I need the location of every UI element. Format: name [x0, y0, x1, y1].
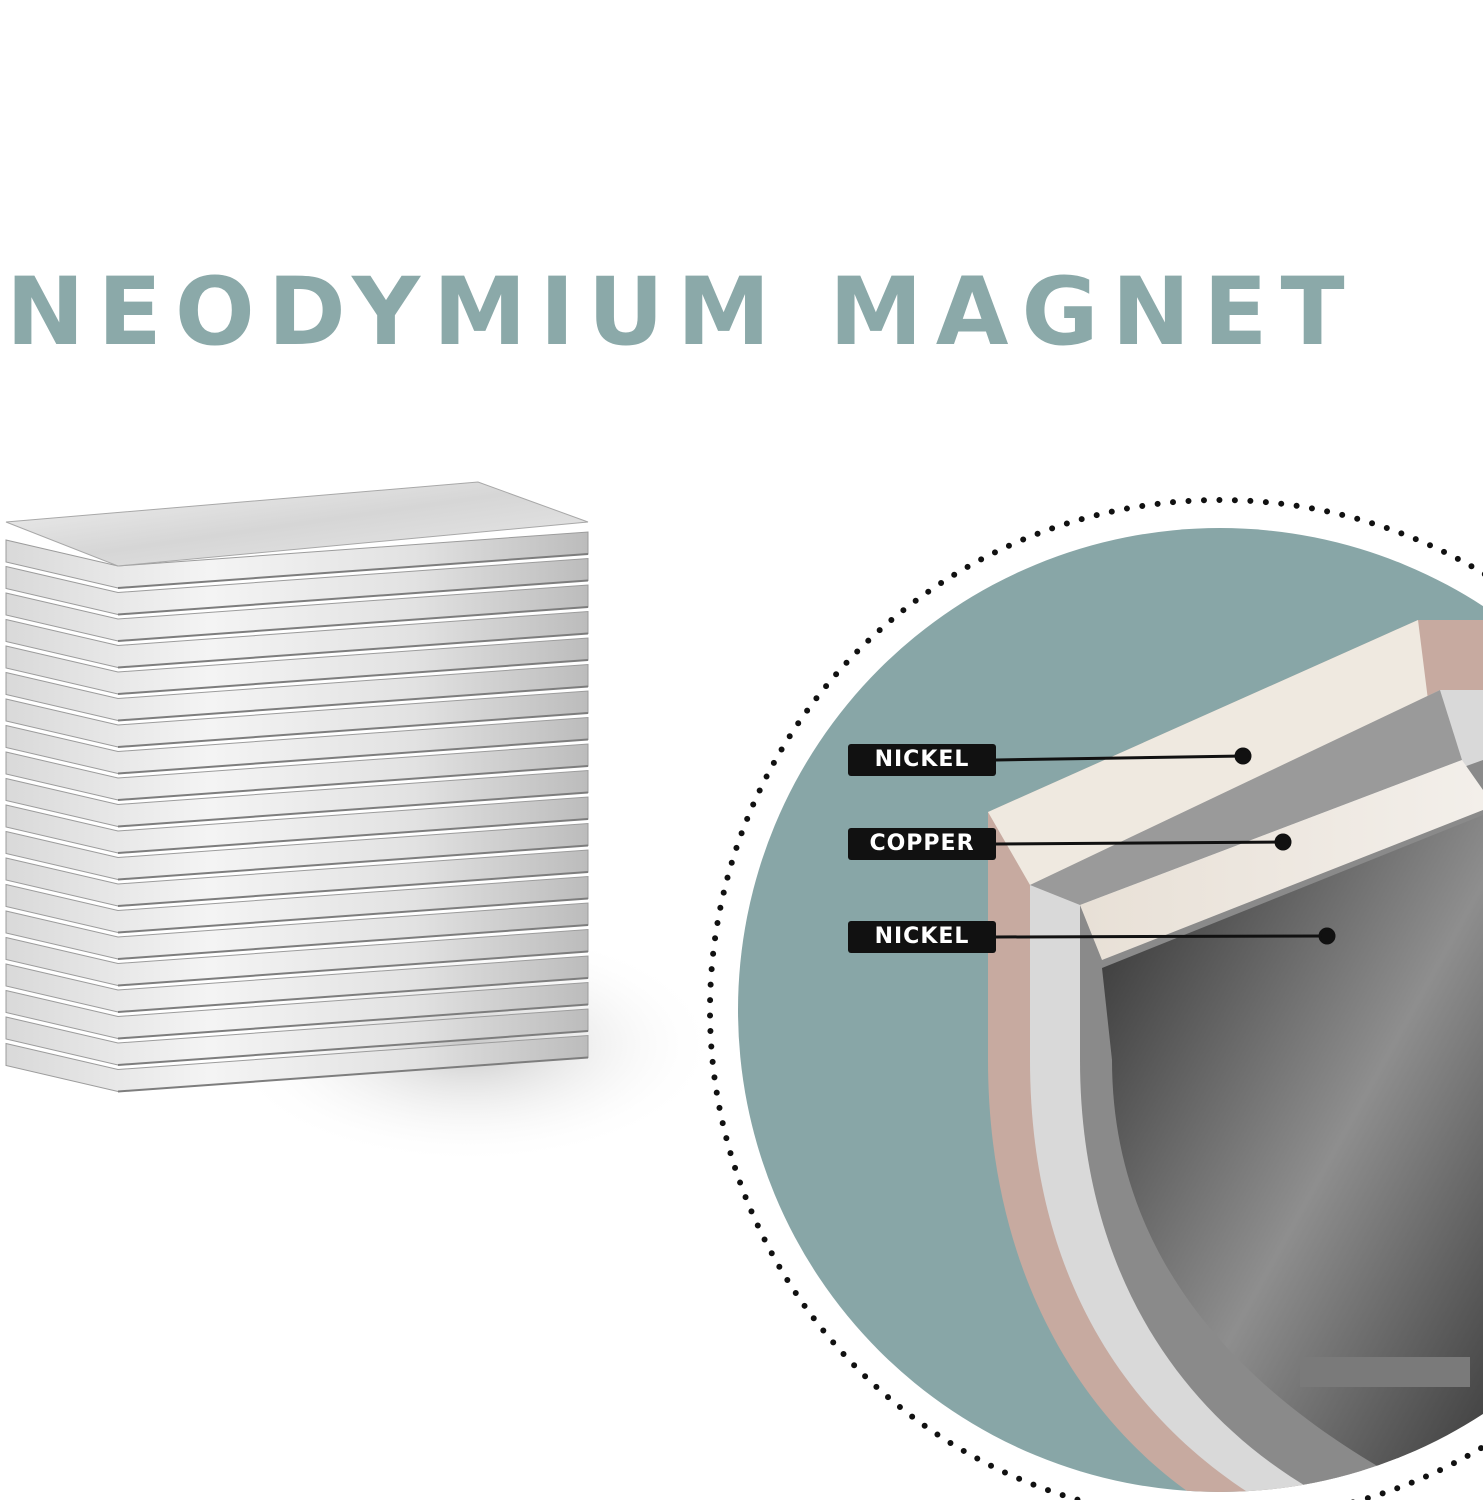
magnet-plate-edge — [117, 606, 589, 642]
magnet-stack — [5, 481, 589, 1093]
magnet-plate-edge — [117, 659, 589, 695]
inner-top-face — [1080, 760, 1483, 960]
magnet-plate-edge — [117, 632, 589, 669]
magnet-core — [1102, 815, 1483, 1492]
layer-cross-section — [988, 620, 1483, 1492]
magnet-plate-edge — [117, 871, 589, 907]
copper-top-face — [1030, 690, 1462, 905]
label-nickel-inner: NICKEL — [848, 921, 996, 953]
magnet-plate-edge — [117, 977, 589, 1013]
core-bottom-ledge — [1300, 1357, 1470, 1387]
magnet-plate-edge — [117, 924, 589, 960]
magnet-plate-edge — [117, 1030, 589, 1066]
magnet-plate-edge — [117, 791, 589, 828]
nickel-top-face — [988, 620, 1428, 885]
magnet-plate-edge — [117, 1003, 589, 1040]
magnet-plate-edge — [117, 712, 589, 748]
magnet-plate-edge — [117, 579, 589, 616]
magnet-plate-edge — [117, 738, 589, 775]
label-copper: COPPER — [848, 828, 996, 860]
label-nickel-outer: NICKEL — [848, 744, 996, 776]
magnet-plate-edge — [117, 844, 589, 881]
magnet-plate-edge — [117, 765, 589, 801]
magnet-top-face — [5, 481, 589, 567]
magnet-plate-edge — [117, 553, 589, 589]
magnet-plate-edge — [117, 1056, 589, 1093]
magnet-plate-edge — [117, 950, 589, 987]
magnet-plate-edge — [117, 818, 589, 854]
page-title: NEODYMIUM MAGNET — [6, 258, 1358, 367]
magnet-plate-edge — [117, 685, 589, 722]
leader-lines — [995, 747, 1336, 945]
magnet-plate-edge — [117, 897, 589, 934]
dotted-circle-outline — [707, 497, 1483, 1500]
